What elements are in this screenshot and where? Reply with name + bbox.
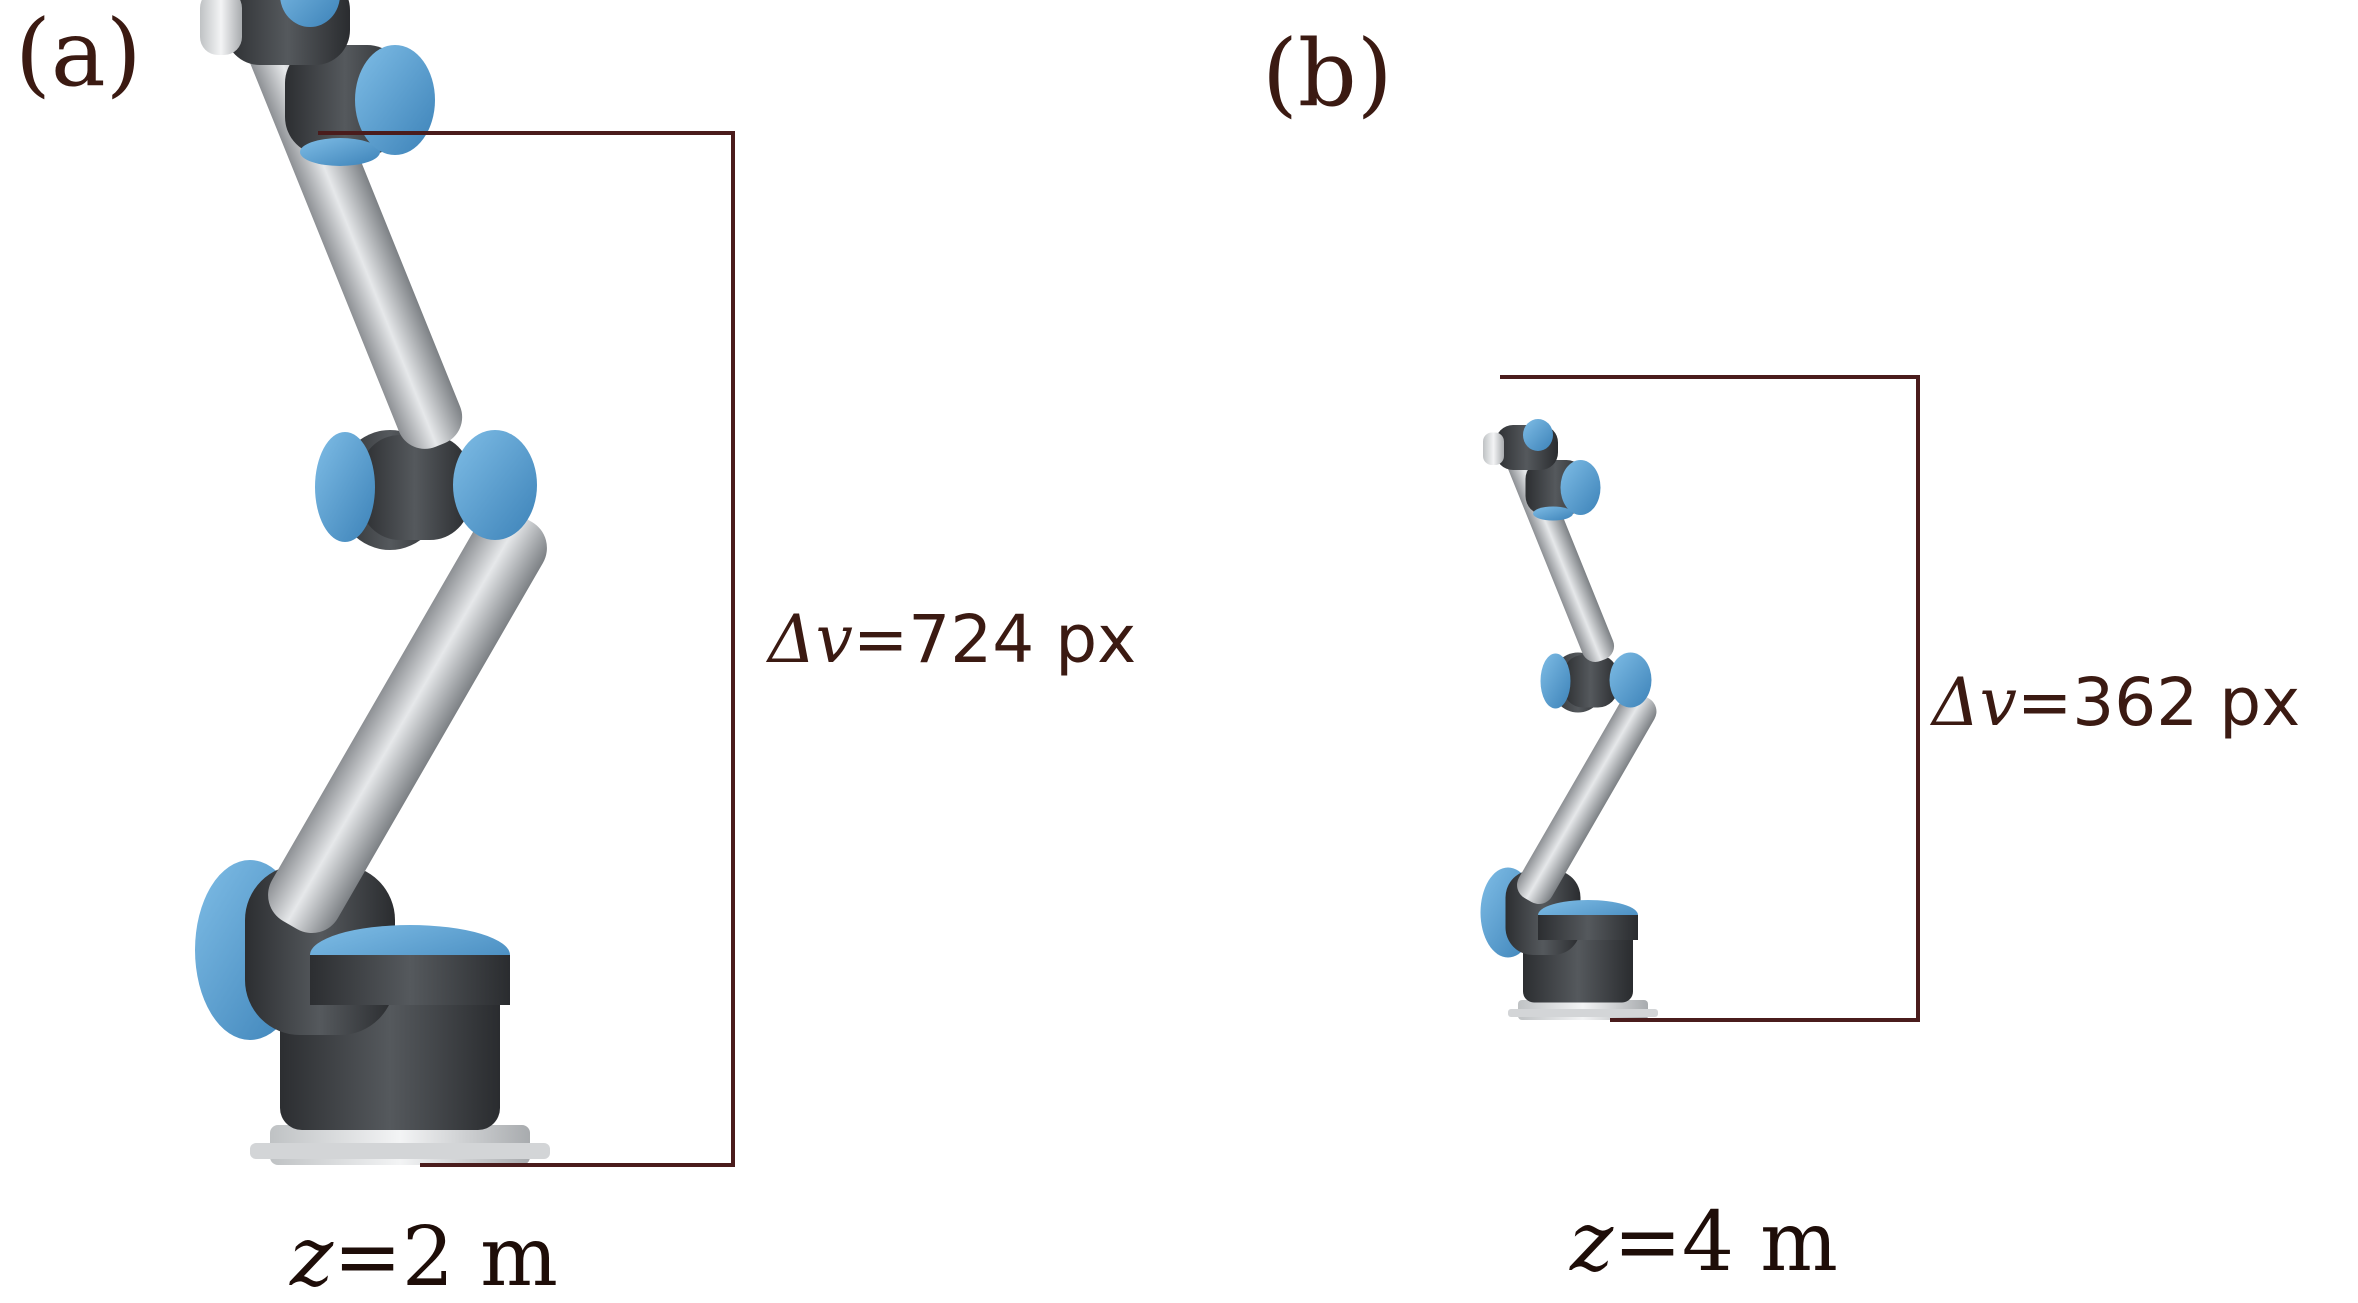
panel-a-label: (a) — [15, 0, 142, 107]
z-label-a: z=2 m — [289, 1210, 558, 1303]
delta-v-label-a: Δv=724 px — [765, 601, 1136, 678]
height-bracket-b — [1500, 375, 1920, 1022]
panel-a: (a) Δv=724 px z=2 m — [15, 0, 1136, 1303]
robot-arm-image-b — [1480, 419, 1662, 1020]
panel-b-label: (b) — [1262, 20, 1393, 127]
height-bracket-a — [318, 131, 735, 1167]
z-label-b: z=4 m — [1569, 1195, 1838, 1290]
panel-b: (b) Δv=362 px z=4 m — [1262, 20, 2300, 1290]
robot-arm-image-a — [195, 0, 558, 1165]
delta-v-label-b: Δv=362 px — [1929, 664, 2300, 741]
